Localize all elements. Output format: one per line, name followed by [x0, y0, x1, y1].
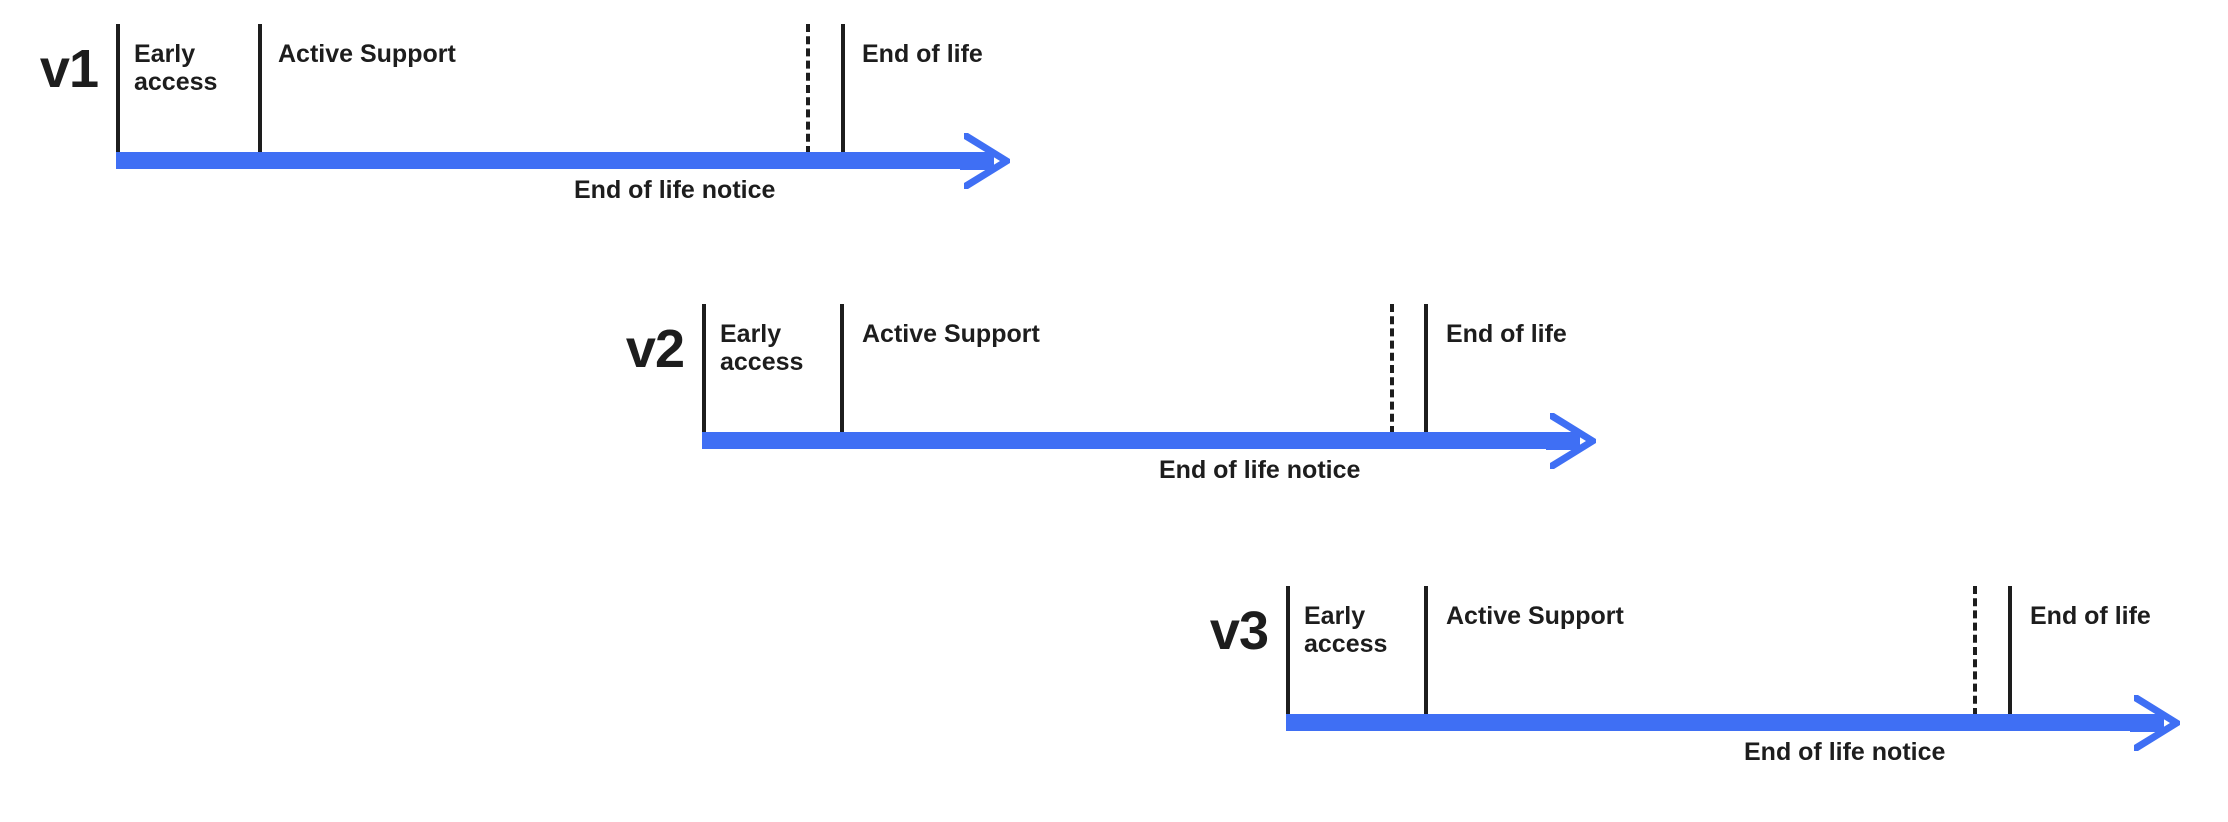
version-label-v3: v3: [1209, 601, 1269, 661]
phase-label-active-support-v3: Active Support: [1446, 602, 1624, 630]
tick-early-access-start-v1: [116, 24, 120, 154]
phase-label-end-of-life-v1: End of life: [862, 40, 983, 68]
phase-label-end-of-life-v3: End of life: [2030, 602, 2151, 630]
tick-active-support-start-v3: [1424, 586, 1428, 716]
tick-end-of-life-notice-v1: [806, 24, 810, 154]
notice-label-v3: End of life notice: [1744, 738, 1946, 766]
phase-label-early-access-v1: Early access: [134, 40, 218, 96]
timeline-row-v2: v2 Early access Active Support End of li…: [0, 280, 2228, 540]
lifecycle-bar-v1: [116, 152, 972, 169]
version-label-v1: v1: [39, 39, 99, 99]
lifecycle-bar-v2: [702, 432, 1558, 449]
timeline-row-v1: v1 Early access Active Support End of li…: [0, 0, 2228, 260]
lifecycle-bar-v3: [1286, 714, 2142, 731]
version-label-v2: v2: [625, 319, 685, 379]
notice-label-v1: End of life notice: [574, 176, 776, 204]
tick-early-access-start-v2: [702, 304, 706, 434]
tick-end-of-life-start-v2: [1424, 304, 1428, 434]
phase-label-active-support-v2: Active Support: [862, 320, 1040, 348]
timeline-row-v3: v3 Early access Active Support End of li…: [0, 562, 2228, 822]
tick-end-of-life-notice-v3: [1973, 586, 1977, 716]
tick-active-support-start-v1: [258, 24, 262, 154]
tick-early-access-start-v3: [1286, 586, 1290, 716]
tick-end-of-life-notice-v2: [1390, 304, 1394, 434]
phase-label-early-access-v2: Early access: [720, 320, 804, 376]
tick-active-support-start-v2: [840, 304, 844, 434]
phase-label-early-access-v3: Early access: [1304, 602, 1388, 658]
phase-label-active-support-v1: Active Support: [278, 40, 456, 68]
phase-label-end-of-life-v2: End of life: [1446, 320, 1567, 348]
notice-label-v2: End of life notice: [1159, 456, 1361, 484]
tick-end-of-life-start-v1: [841, 24, 845, 154]
tick-end-of-life-start-v3: [2008, 586, 2012, 716]
